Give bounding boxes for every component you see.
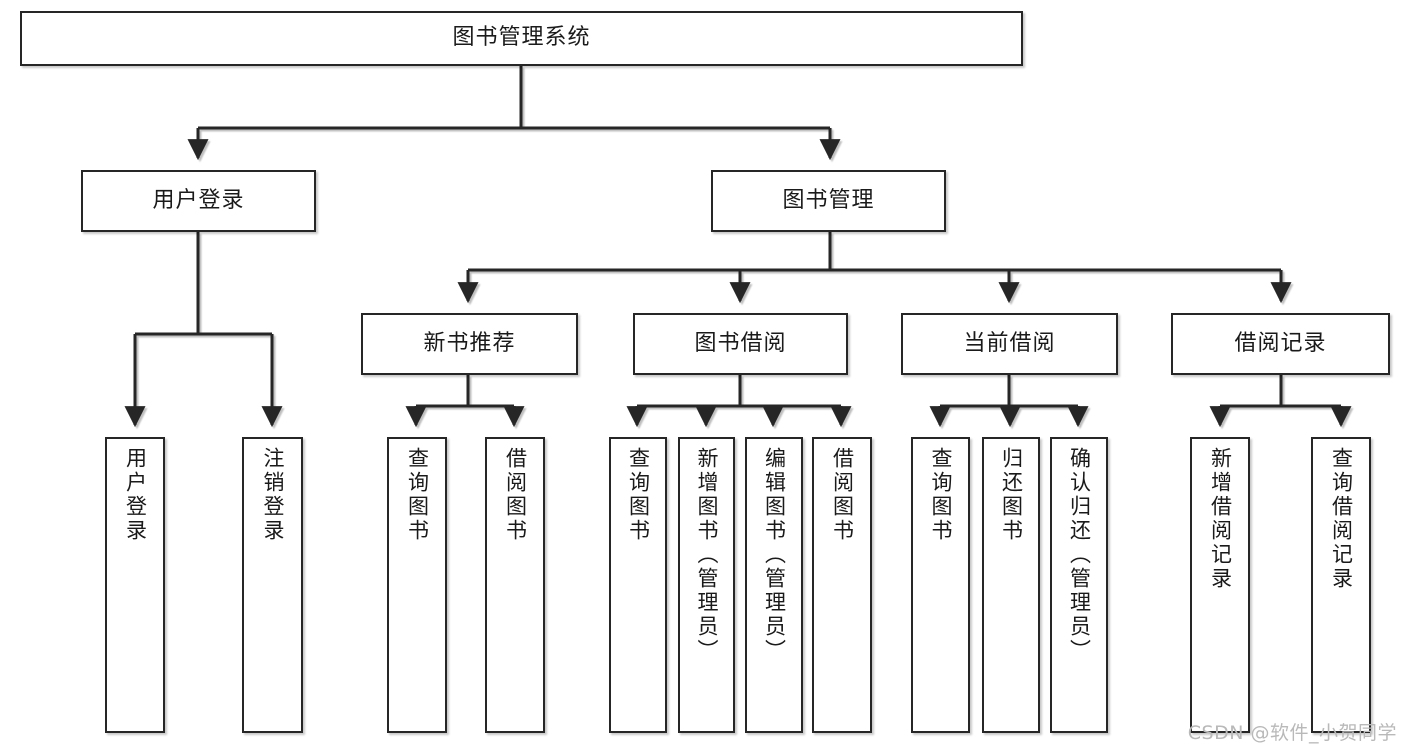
node-label: 图书管理系统 <box>452 25 591 51</box>
node-label: 注销登录 <box>260 447 285 543</box>
node-label: 归还图书 <box>999 447 1024 543</box>
node-label: 借阅图书 <box>503 447 528 543</box>
leaf-logout[interactable]: 注销登录 <box>242 437 303 733</box>
leaf-confirm-return-admin[interactable]: 确认归还（管理员） <box>1050 437 1108 733</box>
node-label: 借阅记录 <box>1234 330 1327 356</box>
node-label: 查询借阅记录 <box>1329 447 1354 591</box>
node-label: 图书管理 <box>782 187 875 213</box>
node-root-book-management-system[interactable]: 图书管理系统 <box>20 11 1023 66</box>
leaf-borrow-book-recommendation[interactable]: 借阅图书 <box>485 437 545 733</box>
node-label: 查询图书 <box>405 447 430 543</box>
node-label: 用户登录 <box>123 447 148 543</box>
node-label: 查询图书 <box>626 447 651 543</box>
leaf-user-login[interactable]: 用户登录 <box>105 437 165 733</box>
node-book-borrowing[interactable]: 图书借阅 <box>633 313 848 375</box>
node-book-management[interactable]: 图书管理 <box>711 170 946 232</box>
leaf-query-book-current[interactable]: 查询图书 <box>911 437 970 733</box>
node-label: 新增图书（管理员） <box>694 447 719 663</box>
leaf-query-borrow-record[interactable]: 查询借阅记录 <box>1311 437 1371 733</box>
node-label: 新增借阅记录 <box>1208 447 1233 591</box>
node-label: 借阅图书 <box>830 447 855 543</box>
node-label: 确认归还（管理员） <box>1067 447 1092 663</box>
leaf-add-book-admin[interactable]: 新增图书（管理员） <box>678 437 735 733</box>
leaf-borrow-book-borrowing[interactable]: 借阅图书 <box>812 437 872 733</box>
node-borrowing-record[interactable]: 借阅记录 <box>1171 313 1390 375</box>
node-label: 新书推荐 <box>423 330 516 356</box>
watermark-text: CSDN @软件_小贺同学 <box>1187 722 1397 744</box>
leaf-add-borrow-record[interactable]: 新增借阅记录 <box>1190 437 1250 733</box>
node-label: 编辑图书（管理员） <box>762 447 787 663</box>
leaf-query-book-borrowing[interactable]: 查询图书 <box>609 437 667 733</box>
node-label: 当前借阅 <box>963 330 1056 356</box>
leaf-query-book-recommendation[interactable]: 查询图书 <box>387 437 447 733</box>
node-new-book-recommendation[interactable]: 新书推荐 <box>361 313 578 375</box>
node-current-borrowing[interactable]: 当前借阅 <box>901 313 1118 375</box>
node-user-login[interactable]: 用户登录 <box>81 170 316 232</box>
node-label: 用户登录 <box>152 187 245 213</box>
node-label: 图书借阅 <box>694 330 787 356</box>
leaf-edit-book-admin[interactable]: 编辑图书（管理员） <box>745 437 803 733</box>
leaf-return-book[interactable]: 归还图书 <box>982 437 1040 733</box>
node-label: 查询图书 <box>928 447 953 543</box>
